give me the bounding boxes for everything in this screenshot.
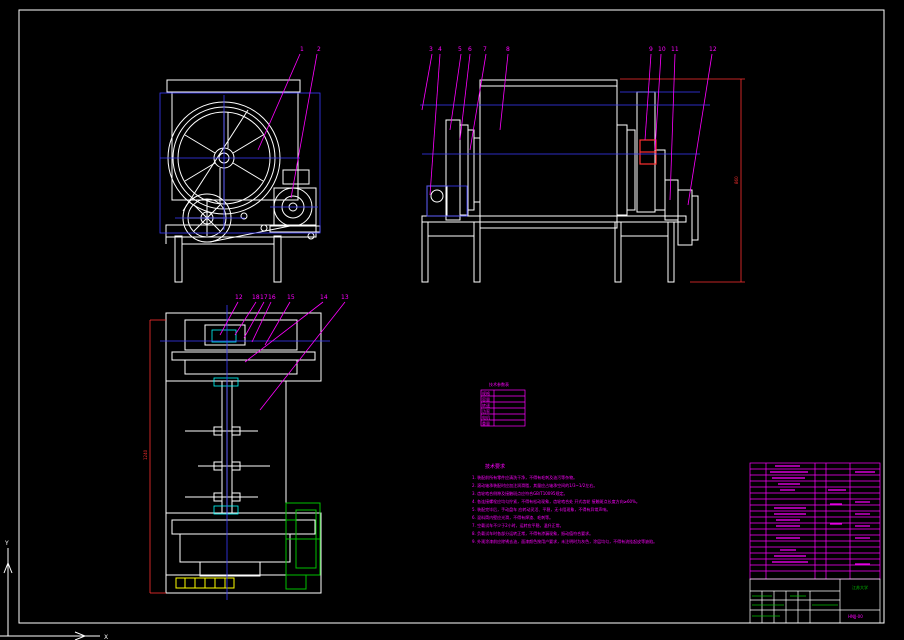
tech-req-item: 2. 滚动轴承装配时应加注润滑脂，其量应占轴承空间的1/3~1/2左右。 [472, 482, 597, 488]
tech-req-title: 技术要求 [485, 463, 505, 470]
front-view-centerlines [159, 92, 321, 234]
balloon-side: 6 [468, 46, 472, 53]
top-view-cyan-parts [211, 329, 239, 515]
tech-req-item: 5. 装配完毕后，手动盘车 应转动灵活、平稳，无卡阻现象，不得有异常声响。 [472, 506, 610, 512]
balloon-side: 7 [483, 46, 487, 53]
top-view-green-motor [285, 502, 321, 590]
technical-requirements: 技术要求 1. 装配前所有零件应清洗干净，不得有毛刺及油污等杂物。 2. 滚动轴… [472, 463, 657, 544]
param-table-title: 技术参数表 [489, 381, 509, 387]
bom-text-marks [770, 465, 875, 565]
front-view [165, 79, 321, 283]
param-row: 重量 [482, 420, 490, 426]
param-row: 转速 [482, 402, 490, 408]
svg-text:860: 860 [734, 176, 739, 184]
balloon-top: 13 [341, 294, 349, 301]
balloon-side: 4 [438, 46, 442, 53]
ucs-icon [0, 548, 100, 640]
front-view-leaders [257, 53, 318, 199]
ucs-axis-y-icon: Y [4, 540, 9, 547]
balloon-top: 14 [320, 294, 328, 301]
param-row: 功率 [482, 408, 490, 414]
top-view-dimension [149, 319, 166, 594]
balloon-top: 17 [260, 294, 268, 301]
balloon-side: 5 [458, 46, 462, 53]
top-view-leaders [219, 301, 346, 411]
tech-req-item: 8. 负载试车时各部分运转正常，不得有渗漏现象，振动值符合要求。 [472, 530, 593, 536]
drawing-border [18, 9, 885, 624]
bill-of-materials [749, 462, 881, 580]
balloon-labels: 1 2 3 4 5 6 7 8 9 10 11 12 12 18 17 16 1… [235, 46, 717, 301]
ucs-axis-x-icon: X [104, 634, 108, 640]
top-view-yellow-coupling [175, 577, 235, 589]
param-row: 规格 [482, 390, 490, 396]
balloon-top: 12 [235, 294, 243, 301]
balloon-top: 15 [287, 294, 295, 301]
tech-req-item: 7. 空载试车不少于2小时，运转应平稳，温升正常。 [472, 522, 564, 528]
param-row: 容量 [482, 396, 490, 402]
title-block-school: 江苏大学 [852, 584, 868, 590]
balloon-front: 2 [317, 46, 321, 53]
balloon-side: 9 [649, 46, 653, 53]
side-view-leaders [421, 53, 713, 206]
balloon-side: 10 [658, 46, 666, 53]
balloon-side: 8 [506, 46, 510, 53]
balloon-top: 18 [252, 294, 260, 301]
tech-req-item: 6. 混料筒内壁应光滑，不得有焊渣、毛刺等。 [472, 514, 553, 520]
side-view-centerlines [420, 91, 710, 217]
balloon-front: 1 [300, 46, 304, 53]
tech-req-item: 9. 外观涂漆前应除锈去油，面漆颜色按用户要求，未注明时为灰色，涂层均匀，不得有… [472, 538, 657, 544]
balloon-side: 3 [429, 46, 433, 53]
side-view-red-highlight [639, 139, 657, 165]
parameter-table: 技术参数表 规格 容量 转速 功率 电机 重量 [480, 381, 526, 427]
top-view-centerlines [160, 305, 330, 600]
top-view [165, 312, 322, 594]
balloon-top: 16 [268, 294, 276, 301]
title-block-drawing-no: HNJJ-00 [848, 614, 863, 619]
tech-req-item: 3. 齿轮啮合侧隙及接触斑点应符合GB/T10095规定。 [472, 490, 567, 496]
tech-req-item: 1. 装配前所有零件应清洗干净，不得有毛刺及油污等杂物。 [472, 474, 577, 480]
side-view-dimension [620, 78, 745, 283]
tech-req-item: 4. 各连接螺栓应均匀拧紧，不得有松动现象，齿轮啮合处 开式齿轮 接触斑点长度方… [472, 498, 640, 504]
balloon-side: 11 [671, 46, 679, 53]
balloon-side: 12 [709, 46, 717, 53]
svg-text:1240: 1240 [143, 449, 148, 460]
title-block-green-lines [752, 595, 838, 617]
param-row: 电机 [482, 414, 490, 420]
